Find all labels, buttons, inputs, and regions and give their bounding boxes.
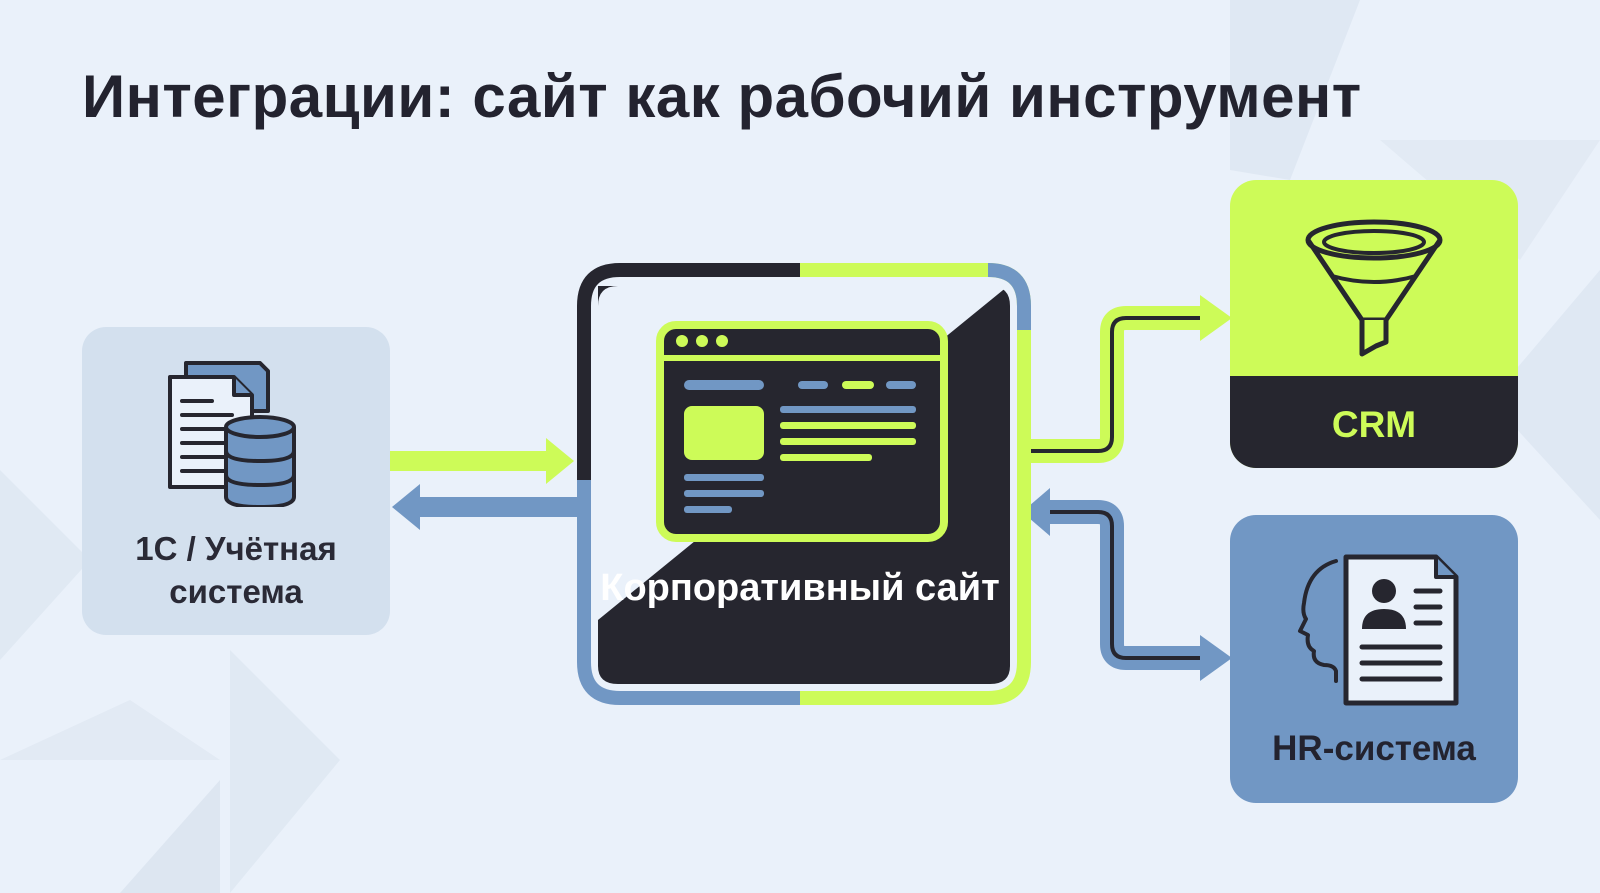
documents-database-icon (168, 361, 296, 507)
site-label: Корпоративный сайт (600, 567, 1000, 609)
arrow-accounting-to-site (390, 438, 574, 484)
arrow-site-hr-bidirectional (1022, 488, 1232, 681)
accounting-label: 1С / Учётная система (135, 530, 337, 610)
crm-label-band: CRM (1230, 376, 1518, 468)
hr-node: HR-система (1230, 515, 1518, 803)
crm-label: CRM (1331, 404, 1417, 445)
browser-window-icon (656, 321, 948, 542)
accounting-node: 1С / Учётная система (82, 327, 390, 635)
page-title: Интеграции: сайт как рабочий инструмент (82, 63, 1362, 130)
resume-profile-icon (1298, 554, 1459, 706)
arrow-site-to-accounting (392, 484, 578, 530)
crm-node: CRM (1230, 180, 1518, 468)
funnel-icon (1305, 219, 1443, 357)
arrow-site-to-crm (1025, 295, 1232, 463)
hr-label: HR-система (1272, 729, 1476, 768)
